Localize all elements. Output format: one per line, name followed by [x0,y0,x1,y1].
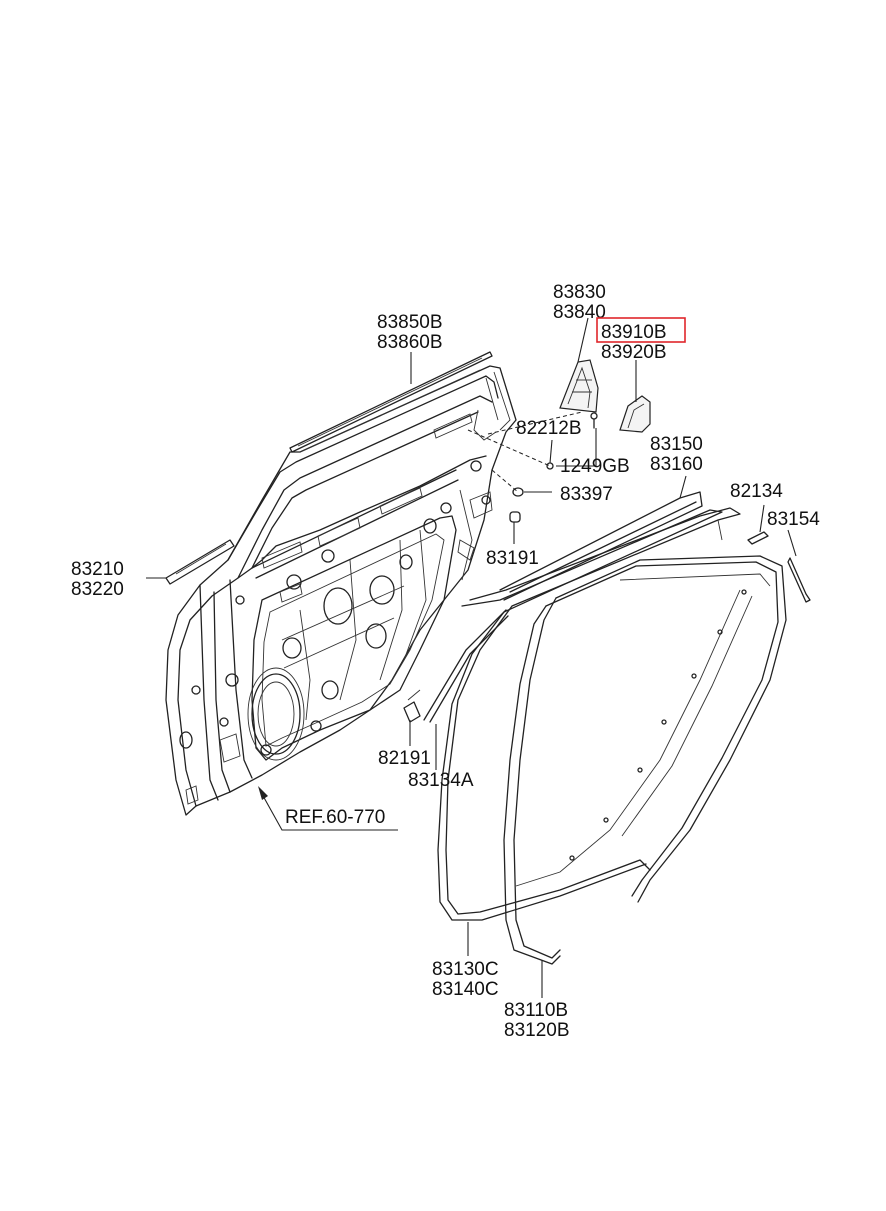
label-ref: REF.60-770 [285,807,385,828]
label-83160: 83160 [650,454,703,475]
label-83397: 83397 [560,484,613,505]
ref-arrow [258,786,398,831]
label-83154: 83154 [767,509,820,530]
strip-83154 [787,557,811,603]
delta-cover-part [559,359,599,413]
quarter-trim-part [619,395,651,433]
label-83150: 83150 [650,434,703,455]
label-83120B: 83120B [504,1020,570,1041]
rear-door-panel [165,365,517,816]
highlight-box [596,317,686,343]
stopper-82191 [403,701,421,723]
label-83210: 83210 [71,559,124,580]
bolt-1249GB [590,412,598,429]
bumper-83191 [509,511,521,523]
fastener-82212B [546,462,554,470]
dashed-guide-3 [491,469,519,493]
label-83191: 83191 [486,548,539,569]
body-side-weatherstrip-83110B [503,555,787,965]
door-frame-weatherstrip-83150 [499,491,703,601]
run-channel-83134A [423,609,509,723]
callout-labels: 83850B 83860B 83830 83840 83910B 83920B … [71,282,820,1041]
clip-82134 [747,531,769,545]
label-1249GB: 1249GB [560,456,630,477]
label-83130C: 83130C [432,959,499,980]
dashed-guide-2 [487,411,583,435]
label-82191: 82191 [378,748,431,769]
belt-moulding-part [289,351,493,453]
label-83850B: 83850B [377,312,443,333]
label-83140C: 83140C [432,979,499,1000]
label-83110B: 83110B [504,1000,568,1021]
label-83920B: 83920B [601,342,667,363]
dashed-guide-1 [467,429,551,467]
label-83220: 83220 [71,579,124,600]
door-opening-weatherstrip-83130C [437,507,741,921]
label-83830: 83830 [553,282,606,303]
label-83860B: 83860B [377,332,443,353]
grommet-83397 [512,487,524,497]
leader-lines [146,317,797,998]
label-83910B: 83910B [601,322,667,343]
label-82212B: 82212B [516,418,582,439]
front-channel-strip-part [165,539,235,585]
label-82134: 82134 [730,481,783,502]
label-83134A: 83134A [408,770,474,791]
label-83840: 83840 [553,302,606,323]
